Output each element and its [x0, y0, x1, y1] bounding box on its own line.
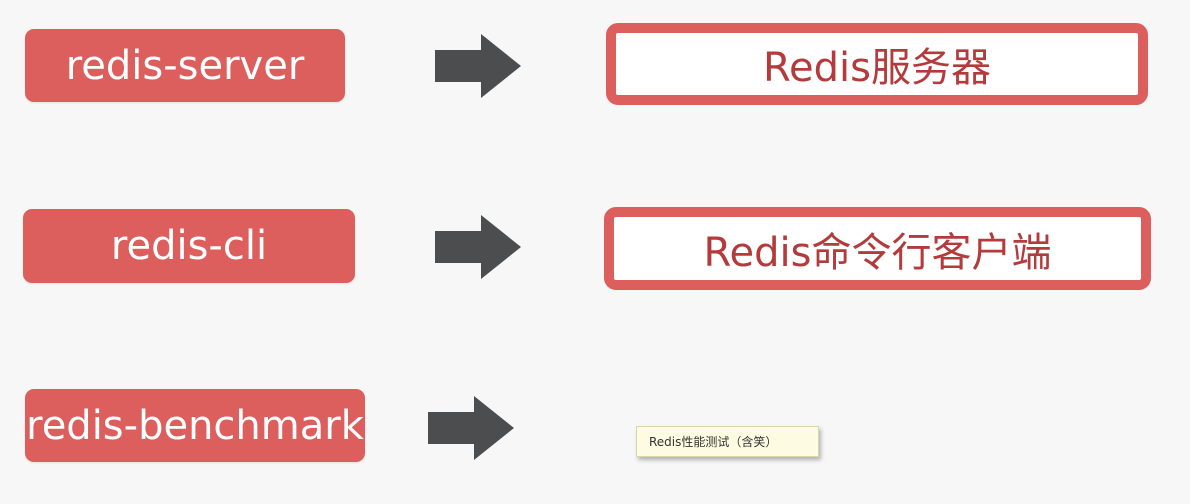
- arrow-right-icon: [435, 34, 521, 98]
- tooltip-benchmark-description: Redis性能测试（含笑）: [636, 426, 819, 457]
- description-label: Redis服务器: [763, 45, 991, 91]
- command-label: redis-cli: [110, 223, 268, 269]
- tooltip-text: Redis性能测试（含笑）: [649, 435, 778, 449]
- arrow-right-icon: [435, 215, 521, 279]
- command-box-redis-benchmark: redis-benchmark: [25, 389, 365, 462]
- description-box-redis-cli: Redis命令行客户端: [604, 207, 1151, 290]
- description-box-redis-server: Redis服务器: [606, 23, 1148, 105]
- command-box-redis-cli: redis-cli: [23, 209, 355, 283]
- arrow-right-icon: [428, 396, 514, 460]
- command-label: redis-server: [65, 42, 305, 89]
- command-label: redis-benchmark: [26, 402, 364, 449]
- description-label: Redis命令行客户端: [703, 229, 1052, 276]
- command-box-redis-server: redis-server: [25, 29, 345, 102]
